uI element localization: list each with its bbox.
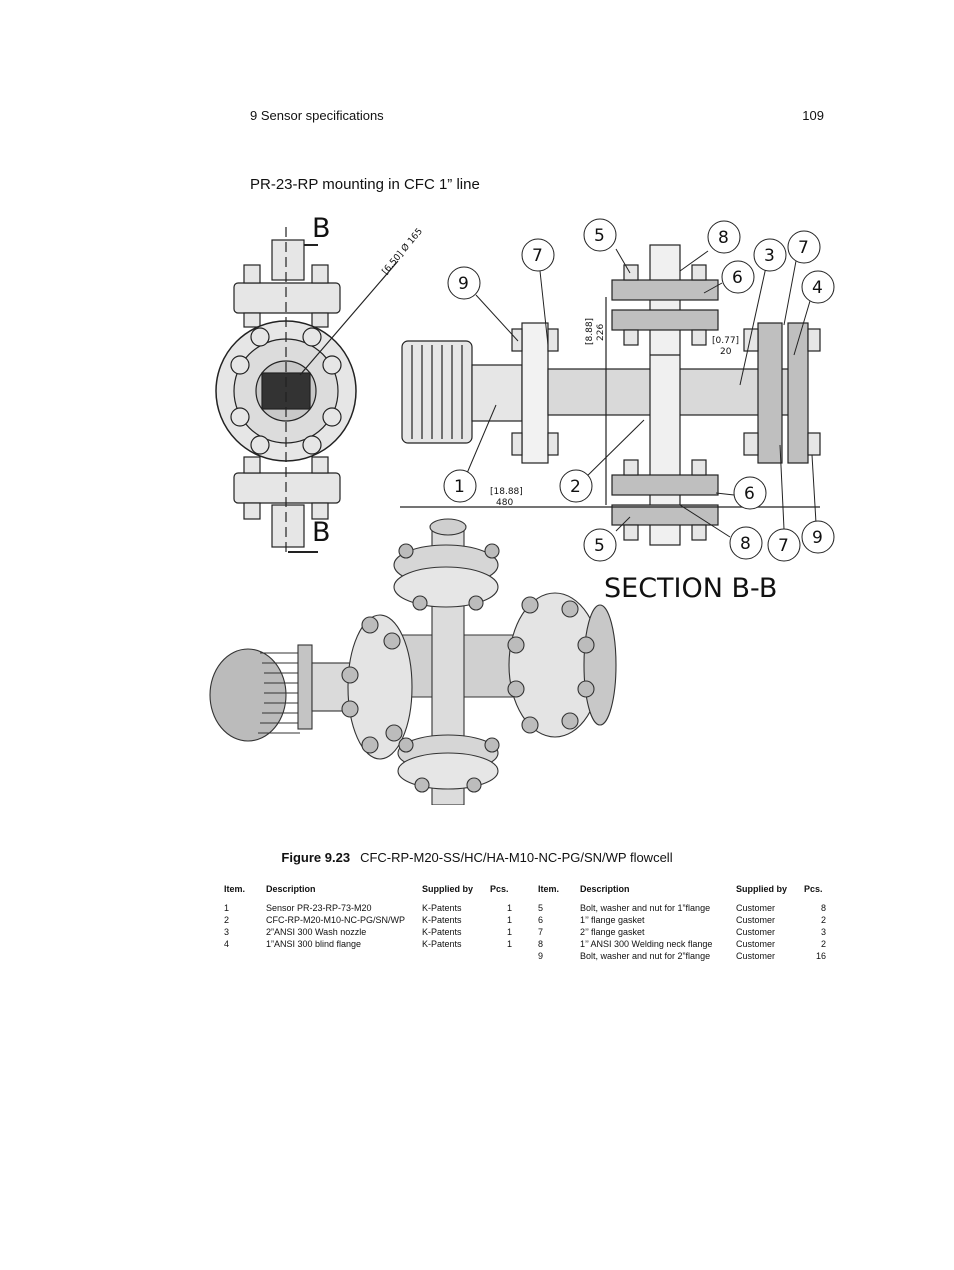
col-supplied-by: Supplied by: [736, 884, 788, 894]
cell-item: 3: [224, 927, 230, 937]
cell-pcs: 1: [506, 915, 512, 925]
cell-description: 1’’ ANSI 300 Welding neck flange: [580, 939, 713, 949]
cell-pcs: 3: [820, 927, 826, 937]
cell-description: Sensor PR-23-RP-73-M20: [266, 903, 372, 913]
col-pcs: Pcs.: [804, 884, 823, 894]
section-title: SECTION B-B: [604, 573, 777, 604]
callout-6-top: 6: [732, 268, 743, 288]
figure-label: Figure 9.23: [281, 850, 351, 865]
isometric-view: [209, 518, 617, 805]
cell-supplied-by: Customer: [736, 915, 776, 925]
cell-supplied-by: K-Patents: [422, 915, 462, 925]
callout-7-right: 7: [798, 238, 809, 258]
cell-item: 6: [538, 915, 544, 925]
callout-2: 2: [570, 477, 581, 497]
technical-drawing: B B [6.50] Ø 165: [209, 213, 835, 805]
callout-3: 3: [764, 246, 775, 266]
callout-7-left: 7: [532, 246, 543, 266]
col-description: Description: [580, 884, 630, 894]
parts-table-left: Item. Description Supplied by Pcs. 1 Sen…: [224, 884, 518, 950]
callout-1: 1: [454, 477, 465, 497]
cell-item: 1: [224, 903, 230, 913]
front-view: B B [6.50] Ø 165: [215, 213, 425, 555]
cell-pcs: 1: [506, 903, 512, 913]
callouts: 1 2 3 4 5 5 6 6 7 7 7 8 8 9 9: [443, 218, 835, 562]
cell-supplied-by: K-Patents: [422, 903, 462, 913]
dim-height-mm: 226: [596, 324, 606, 341]
callout-8-top: 8: [718, 228, 729, 248]
cell-item: 7: [538, 927, 544, 937]
section-subtitle: PR-23-RP mounting in CFC 1” line: [250, 176, 480, 193]
page-number: 109: [802, 108, 824, 123]
col-pcs: Pcs.: [490, 884, 509, 894]
table-row: 3 2”ANSI 300 Wash nozzle K-Patents 1: [224, 926, 518, 938]
callout-4: 4: [812, 278, 823, 298]
cell-item: 4: [224, 939, 230, 949]
callout-6-bottom: 6: [744, 484, 755, 504]
cell-supplied-by: Customer: [736, 951, 776, 961]
table-row: 4 1”ANSI 300 blind flange K-Patents 1: [224, 938, 518, 950]
section-marker-bottom: B: [312, 517, 331, 548]
cell-pcs: 2: [820, 915, 826, 925]
table-row: 8 1’’ ANSI 300 Welding neck flange Custo…: [538, 938, 832, 950]
cell-supplied-by: Customer: [736, 903, 776, 913]
callout-5-bottom: 5: [594, 536, 605, 556]
cell-description: CFC-RP-M20-M10-NC-PG/SN/WP: [266, 915, 406, 925]
dim-length-inch: [18.88]: [490, 487, 523, 497]
cell-supplied-by: K-Patents: [422, 927, 462, 937]
callout-8-bottom: 8: [740, 534, 751, 554]
cell-pcs: 1: [506, 927, 512, 937]
table-row: 6 1’’ flange gasket Customer 2: [538, 914, 832, 926]
callout-9-left: 9: [458, 274, 469, 294]
section-marker-top: B: [312, 213, 331, 244]
dim-length-mm: 480: [496, 498, 513, 508]
table-header-row: Item. Description Supplied by Pcs.: [224, 884, 518, 902]
cell-pcs: 8: [820, 903, 826, 913]
dim-diameter: [6.50] Ø 165: [380, 226, 425, 277]
cell-description: Bolt, washer and nut for 2”flange: [580, 951, 711, 961]
cell-description: Bolt, washer and nut for 1”flange: [580, 903, 711, 913]
col-item: Item.: [224, 884, 246, 894]
callout-9-right: 9: [812, 528, 823, 548]
col-description: Description: [266, 884, 316, 894]
parts-table-right: Item. Description Supplied by Pcs. 5 Bol…: [538, 884, 832, 962]
dim-height-inch: [8.88]: [585, 318, 595, 345]
cell-supplied-by: K-Patents: [422, 939, 462, 949]
table-header-row: Item. Description Supplied by Pcs.: [538, 884, 832, 902]
cell-description: 1”ANSI 300 blind flange: [266, 939, 362, 949]
running-header-section: 9 Sensor specifications: [250, 108, 384, 123]
cell-pcs: 2: [820, 939, 826, 949]
cell-supplied-by: Customer: [736, 927, 776, 937]
col-item: Item.: [538, 884, 560, 894]
dim-gap-inch: [0.77]: [712, 336, 739, 346]
figure-title: CFC-RP-M20-SS/HC/HA-M10-NC-PG/SN/WP flow…: [360, 850, 673, 865]
cell-description: 2’’ flange gasket: [580, 927, 645, 937]
dim-gap-mm: 20: [720, 347, 732, 357]
table-row: 5 Bolt, washer and nut for 1”flange Cust…: [538, 902, 832, 914]
cell-item: 8: [538, 939, 544, 949]
cell-item: 2: [224, 915, 230, 925]
cell-item: 9: [538, 951, 544, 961]
cell-pcs: 16: [815, 951, 826, 961]
cell-pcs: 1: [506, 939, 512, 949]
section-view: [400, 244, 821, 546]
table-row: 7 2’’ flange gasket Customer 3: [538, 926, 832, 938]
col-supplied-by: Supplied by: [422, 884, 474, 894]
cell-item: 5: [538, 903, 544, 913]
callout-5-top: 5: [594, 226, 605, 246]
cell-supplied-by: Customer: [736, 939, 776, 949]
table-row: 1 Sensor PR-23-RP-73-M20 K-Patents 1: [224, 902, 518, 914]
table-row: 2 CFC-RP-M20-M10-NC-PG/SN/WP K-Patents 1: [224, 914, 518, 926]
cell-description: 1’’ flange gasket: [580, 915, 645, 925]
table-row: 9 Bolt, washer and nut for 2”flange Cust…: [538, 950, 832, 962]
cell-description: 2”ANSI 300 Wash nozzle: [266, 927, 367, 937]
figure-caption: Figure 9.23 CFC-RP-M20-SS/HC/HA-M10-NC-PG…: [0, 850, 954, 865]
callout-7-bottom: 7: [778, 536, 789, 556]
